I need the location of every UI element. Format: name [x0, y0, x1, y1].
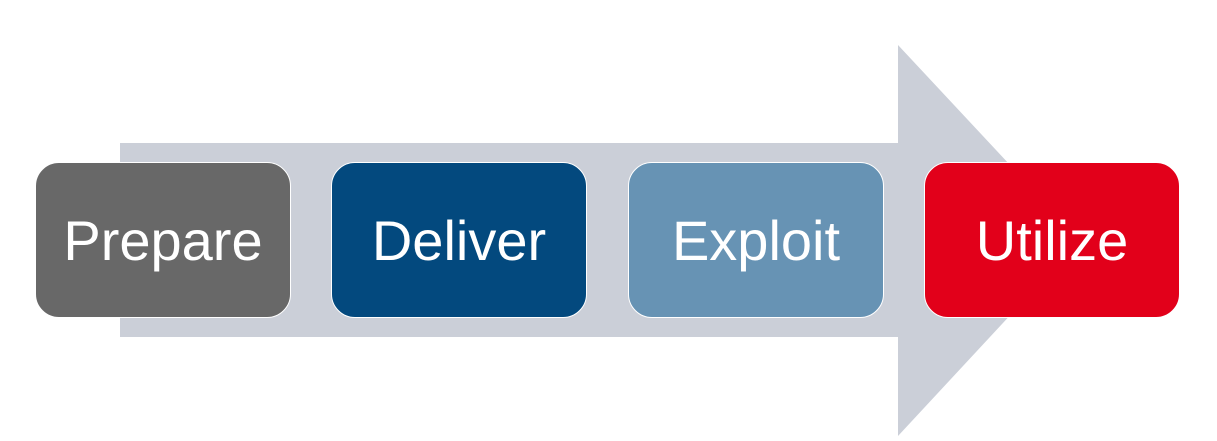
step-deliver: Deliver [331, 162, 587, 318]
step-prepare: Prepare [35, 162, 291, 318]
step-label: Utilize [975, 208, 1129, 272]
step-label: Exploit [671, 208, 841, 272]
step-utilize: Utilize [924, 162, 1180, 318]
step-exploit: Exploit [628, 162, 884, 318]
step-label: Prepare [63, 208, 263, 272]
step-label: Deliver [371, 208, 547, 272]
